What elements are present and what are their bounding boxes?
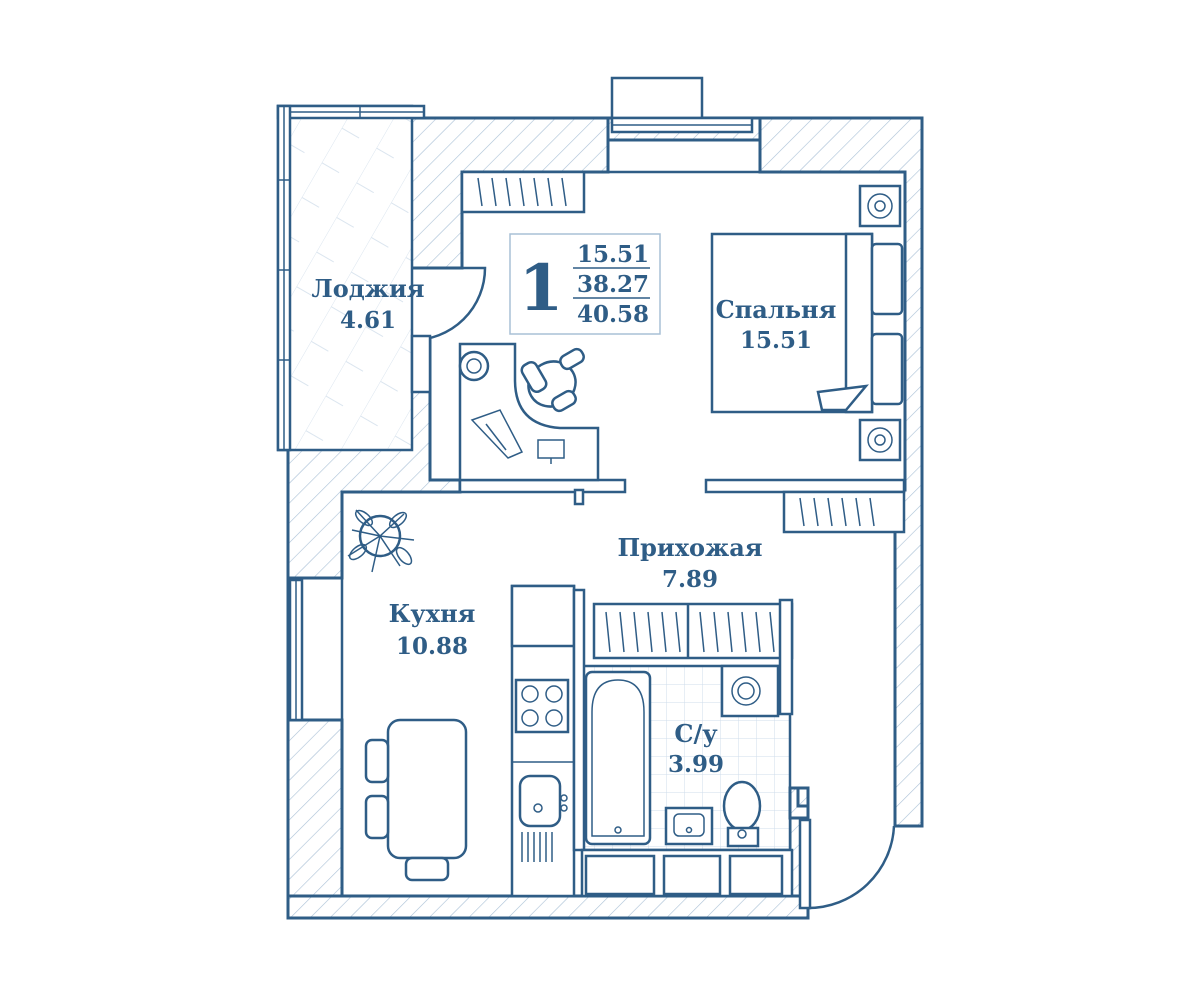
- armchair-icon: [458, 350, 490, 382]
- loggia: Лоджия 4.61: [276, 104, 487, 452]
- bathroom-name: С/у: [674, 719, 718, 748]
- total-area: 38.27: [577, 271, 649, 298]
- rooms-count: 1: [519, 251, 564, 326]
- chair-icon: [520, 347, 585, 413]
- bathroom-area: 3.99: [668, 751, 724, 778]
- loggia-area: 4.61: [340, 307, 396, 334]
- wardrobe-icon: [460, 170, 906, 660]
- area-with-loggia: 40.58: [577, 301, 649, 328]
- plant-icon: [347, 509, 415, 573]
- hall-name: Прихожая: [617, 533, 762, 562]
- kitchen-counter: [510, 584, 576, 898]
- kitchen-name: Кухня: [389, 599, 476, 628]
- bathroom-sink-icon: [664, 806, 714, 846]
- sink-icon: [518, 774, 568, 862]
- washing-machine-icon: [720, 664, 780, 718]
- top-window: [610, 76, 754, 134]
- bedroom-area: 15.51: [740, 327, 812, 354]
- toilet-icon: [722, 780, 762, 848]
- bathtub-icon: [584, 670, 652, 846]
- hall-area: 7.89: [662, 566, 718, 593]
- sofa-icon: [710, 232, 904, 414]
- room-outlines: [288, 170, 906, 910]
- desk-icon: [458, 342, 600, 482]
- stove-icon: [514, 678, 570, 734]
- summary-box: 1 15.51 38.27 40.58: [509, 233, 661, 335]
- living-area: 15.51: [577, 241, 649, 268]
- table-icon: [364, 718, 468, 882]
- kitchen-area: 10.88: [396, 633, 468, 660]
- bedroom-name: Спальня: [716, 295, 837, 324]
- loggia-name: Лоджия: [312, 274, 425, 303]
- speaker-icon: [858, 184, 902, 462]
